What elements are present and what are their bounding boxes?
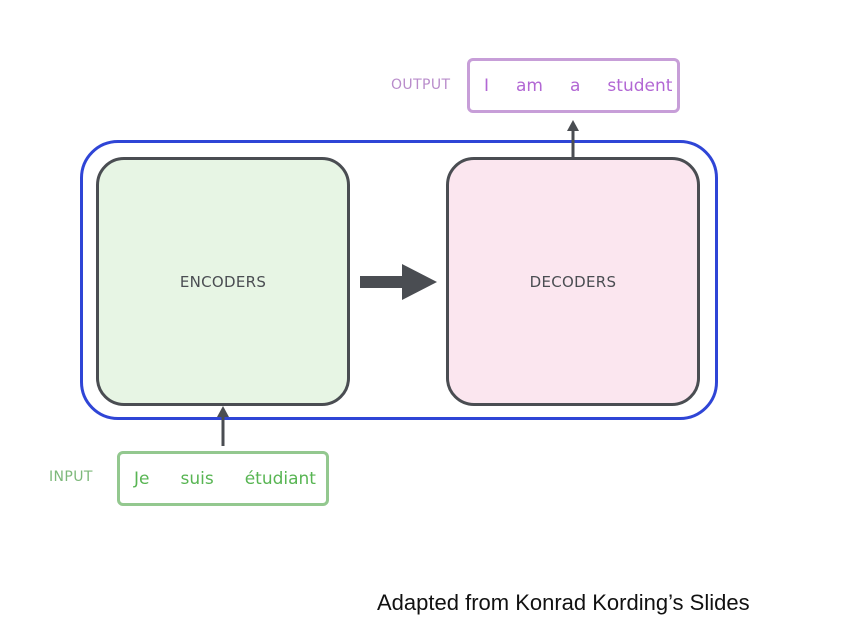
decoders-block: DECODERS bbox=[446, 157, 700, 406]
input-tag: INPUT bbox=[49, 469, 93, 485]
output-word: I bbox=[484, 75, 490, 96]
input-word: Je bbox=[134, 468, 150, 489]
input-box: Je suis étudiant bbox=[117, 451, 329, 506]
encoders-label: ENCODERS bbox=[179, 272, 267, 291]
transformer-container bbox=[80, 140, 718, 420]
caption: Adapted from Konrad Kording’s Slides bbox=[377, 590, 750, 615]
output-word: a bbox=[570, 75, 581, 96]
input-word: suis bbox=[180, 468, 214, 489]
output-word: student bbox=[607, 75, 673, 96]
output-tag: OUTPUT bbox=[391, 77, 451, 93]
output-box: I am a student bbox=[467, 58, 680, 113]
input-word: étudiant bbox=[244, 468, 316, 489]
output-word: am bbox=[516, 75, 543, 96]
encoders-block: ENCODERS bbox=[96, 157, 350, 406]
decoders-label: DECODERS bbox=[529, 272, 617, 291]
